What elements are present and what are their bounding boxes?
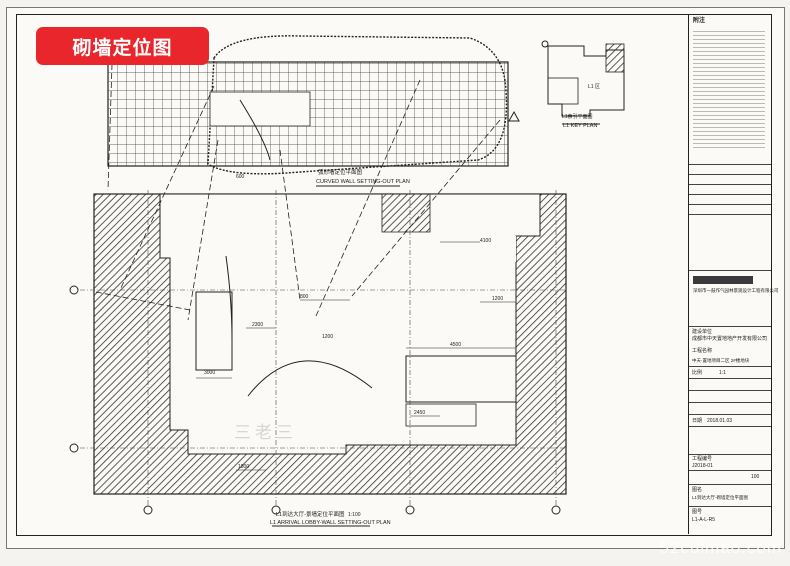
main-wall-plan: [69, 190, 567, 515]
center-watermark: 三老三: [234, 423, 297, 442]
dimension-text: 2450: [414, 410, 426, 416]
curved-plan-title-cn: 弧形墙定位平面图: [318, 170, 363, 176]
key-plan-title-cn: L1索引平面图: [562, 114, 593, 120]
revision-value: 100: [751, 474, 760, 480]
dimension-text: 4100: [480, 238, 492, 244]
dimension-text: 3000: [204, 370, 216, 376]
drawing-name: L1到达大厅-砌墙定位平面图: [692, 495, 749, 500]
job-label: 工程编号: [692, 456, 713, 462]
drawing-label: 图名: [692, 487, 703, 493]
scale-value: 1:1: [719, 370, 726, 376]
curved-plan-title-en: CURVED WALL SETTING-OUT PLAN: [316, 179, 410, 185]
notes-label: 附注: [693, 18, 706, 24]
project-label: 工程名称: [692, 348, 713, 354]
notes-text-block: [693, 28, 765, 148]
page-badge: 砌墙定位图: [36, 27, 209, 65]
dimension-text: 1200: [492, 296, 504, 302]
project-value: 中天·置地项目二区 2#楼地块: [692, 358, 750, 363]
drawing-number: L1-A-L-R5: [692, 517, 716, 523]
client-label: 建设单位: [692, 329, 713, 335]
dimension-text: 800: [300, 294, 309, 300]
dimension-text: 600: [236, 174, 245, 180]
dimension-text: 4500: [450, 342, 462, 348]
key-plan-area-label: L1 区: [588, 84, 600, 90]
company-name: 深圳市一鼓作气园林景观设计工程有限公司: [693, 288, 779, 293]
date-value: 2018.01.03: [707, 418, 733, 424]
company-logo: [693, 276, 753, 284]
main-plan-title-en: L1 ARRIVAL LOBBY-WALL SETTING-OUT PLAN: [270, 520, 391, 526]
curved-wall-grid: [107, 35, 509, 175]
drawing-frame: [16, 14, 772, 536]
key-plan-outline: [508, 40, 625, 122]
dimension-text: 1200: [322, 334, 334, 340]
dimension-text: 2300: [252, 322, 264, 328]
key-plan-title-en: L1 KEY PLAN: [563, 123, 598, 129]
main-plan-title-cn: L1到达大厅-景墙定位平面图: [276, 512, 345, 518]
scale-label: 比例: [692, 370, 703, 376]
job-value: J2018-01: [692, 463, 713, 469]
site-watermark: 52cuimao.com: [659, 538, 782, 557]
main-plan-scale: 1:100: [348, 512, 361, 518]
date-label: 日期: [692, 418, 703, 424]
dimension-text: 1800: [238, 464, 250, 470]
title-block: 附注 深圳市一鼓作气园林景观设计工程有限公司 建设单位 成都市中天置地地产开发有…: [688, 14, 779, 534]
callout-lines: [95, 63, 501, 321]
client-value: 成都市中天置地地产开发有限公司: [692, 336, 768, 342]
drawing-number-label: 图号: [692, 509, 703, 515]
